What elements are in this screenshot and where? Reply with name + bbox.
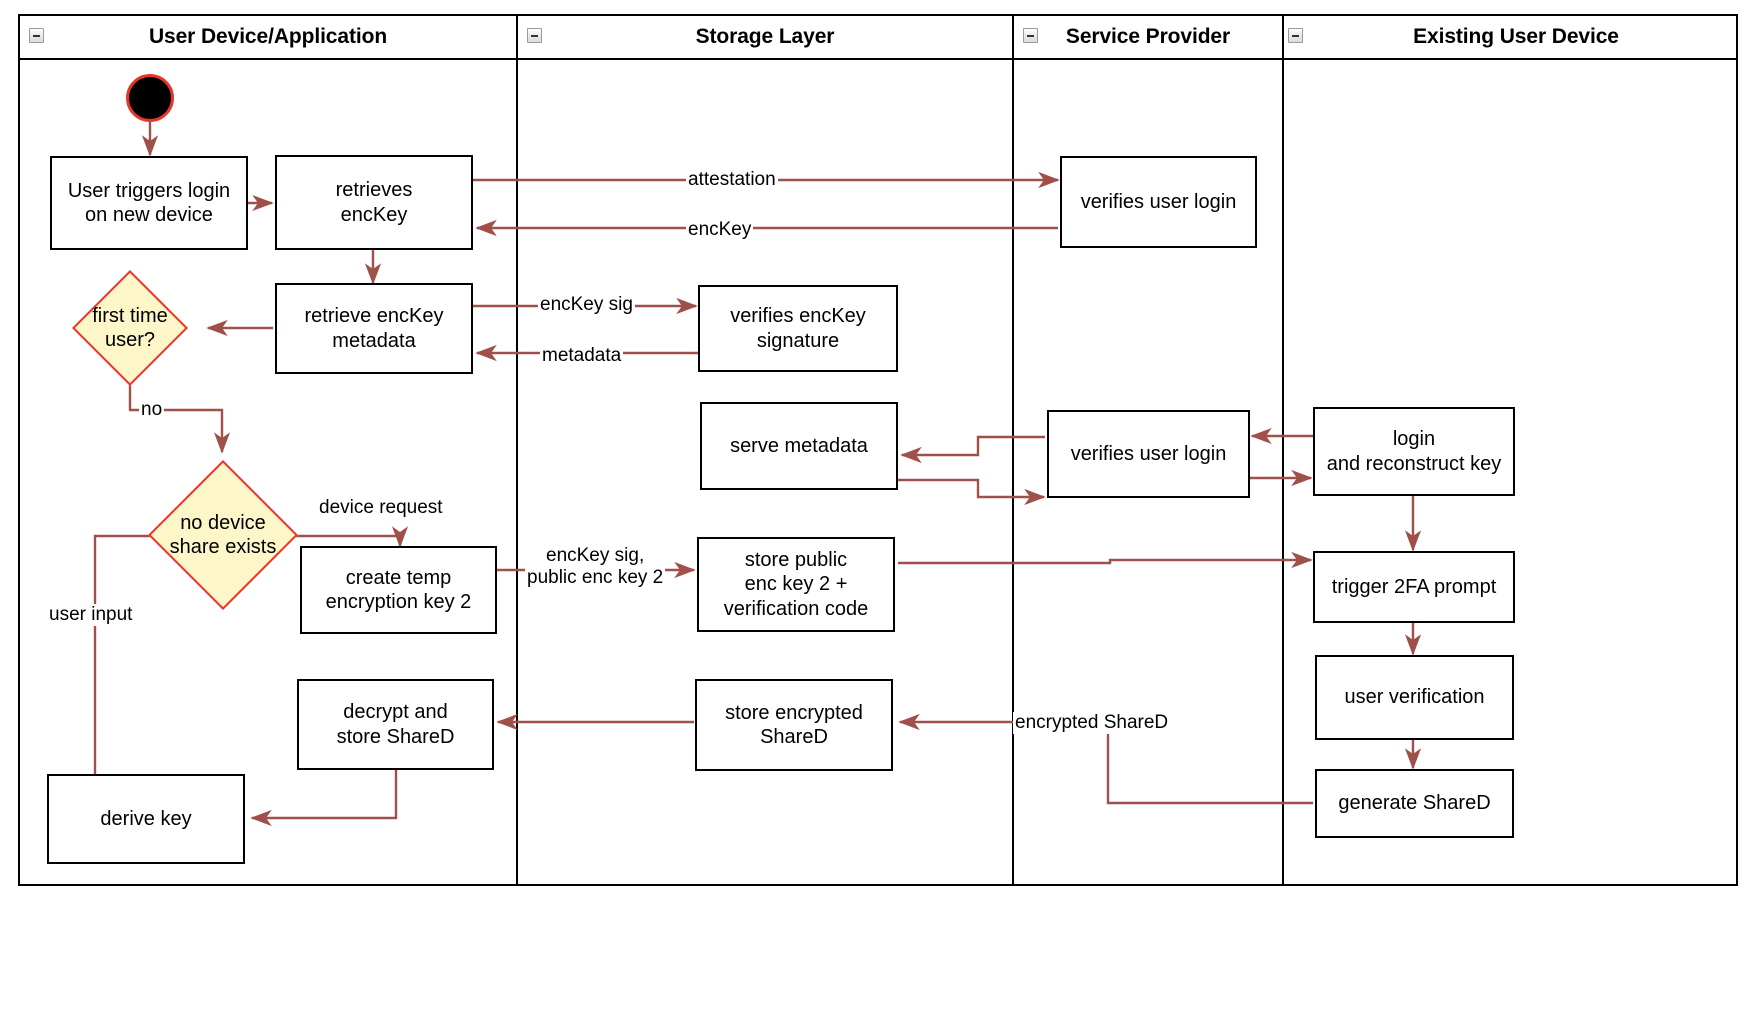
node-create-temp-encryption-key-2[interactable]: create temp encryption key 2 — [300, 546, 497, 634]
node-retrieve-enckey-metadata[interactable]: retrieve encKey metadata — [275, 283, 473, 374]
collapse-minus-icon[interactable] — [29, 28, 44, 43]
node-store-public-enc-key-2[interactable]: store public enc key 2 + verification co… — [697, 537, 895, 632]
edge-label-device-request: device request — [317, 497, 445, 519]
edge-serve-metadata-to-verifies — [898, 478, 1046, 506]
edge-device-request — [294, 526, 409, 548]
edge-label-enckey: encKey — [686, 219, 754, 241]
edge-store-public-to-2fa — [898, 551, 1313, 569]
swimlane-header-storage-layer[interactable]: Storage Layer — [518, 16, 1012, 60]
edge-label-enckey-sig-public-enc-key-2: encKey sig, public enc key 2 — [525, 545, 666, 589]
edge-no-to-no-device-share — [128, 372, 231, 454]
edge-label-encrypted-shared: encrypted ShareD — [1013, 712, 1171, 734]
swimlane-title-storage-layer: Storage Layer — [695, 25, 835, 48]
collapse-minus-icon[interactable] — [1288, 28, 1303, 43]
swimlane-title-service-provider: Service Provider — [1065, 25, 1231, 48]
edge-user-input — [86, 534, 150, 850]
node-login-and-reconstruct-key[interactable]: login and reconstruct key — [1313, 407, 1515, 496]
edge-encrypted-shared — [898, 713, 1313, 805]
node-user-verification[interactable]: user verification — [1315, 655, 1514, 740]
node-verifies-user-login-2[interactable]: verifies user login — [1047, 410, 1250, 498]
edge-decrypt-to-derive-key — [250, 770, 398, 827]
edge-label-user-input: user input — [47, 604, 135, 626]
swimlane-title-user-device: User Device/Application — [148, 25, 388, 48]
swimlane-service-provider: Service Provider — [1014, 16, 1284, 884]
edge-label-attestation: attestation — [686, 169, 778, 191]
swimlane-existing-user-device: Existing User Device — [1284, 16, 1736, 884]
collapse-minus-icon[interactable] — [1023, 28, 1038, 43]
node-retrieves-enckey[interactable]: retrieves encKey — [275, 155, 473, 250]
swimlane-header-user-device[interactable]: User Device/Application — [20, 16, 516, 60]
node-verifies-user-login-1[interactable]: verifies user login — [1060, 156, 1257, 248]
node-serve-metadata[interactable]: serve metadata — [700, 402, 898, 490]
node-decrypt-and-store-shared[interactable]: decrypt and store ShareD — [297, 679, 494, 770]
swimlane-user-device: User Device/Application — [20, 16, 518, 884]
swimlane-header-service-provider[interactable]: Service Provider — [1014, 16, 1282, 60]
node-generate-shared[interactable]: generate ShareD — [1315, 769, 1514, 838]
swimlane-header-existing-user-device[interactable]: Existing User Device — [1284, 16, 1736, 60]
edge-label-no: no — [139, 399, 165, 421]
node-derive-key[interactable]: derive key — [47, 774, 245, 864]
edge-label-enckey-sig: encKey sig — [538, 294, 635, 316]
collapse-minus-icon[interactable] — [527, 28, 542, 43]
node-user-triggers-login[interactable]: User triggers login on new device — [50, 156, 248, 250]
edge-label-metadata: metadata — [540, 345, 624, 367]
swimlane-storage-layer: Storage Layer — [518, 16, 1014, 884]
node-trigger-2fa-prompt[interactable]: trigger 2FA prompt — [1313, 551, 1515, 623]
swimlane-title-existing-user-device: Existing User Device — [1413, 25, 1619, 48]
start-node — [126, 74, 174, 122]
edge-verifies-to-serve-metadata — [900, 435, 1045, 464]
node-store-encrypted-shared[interactable]: store encrypted ShareD — [695, 679, 893, 771]
node-verifies-enckey-signature[interactable]: verifies encKey signature — [698, 285, 898, 372]
